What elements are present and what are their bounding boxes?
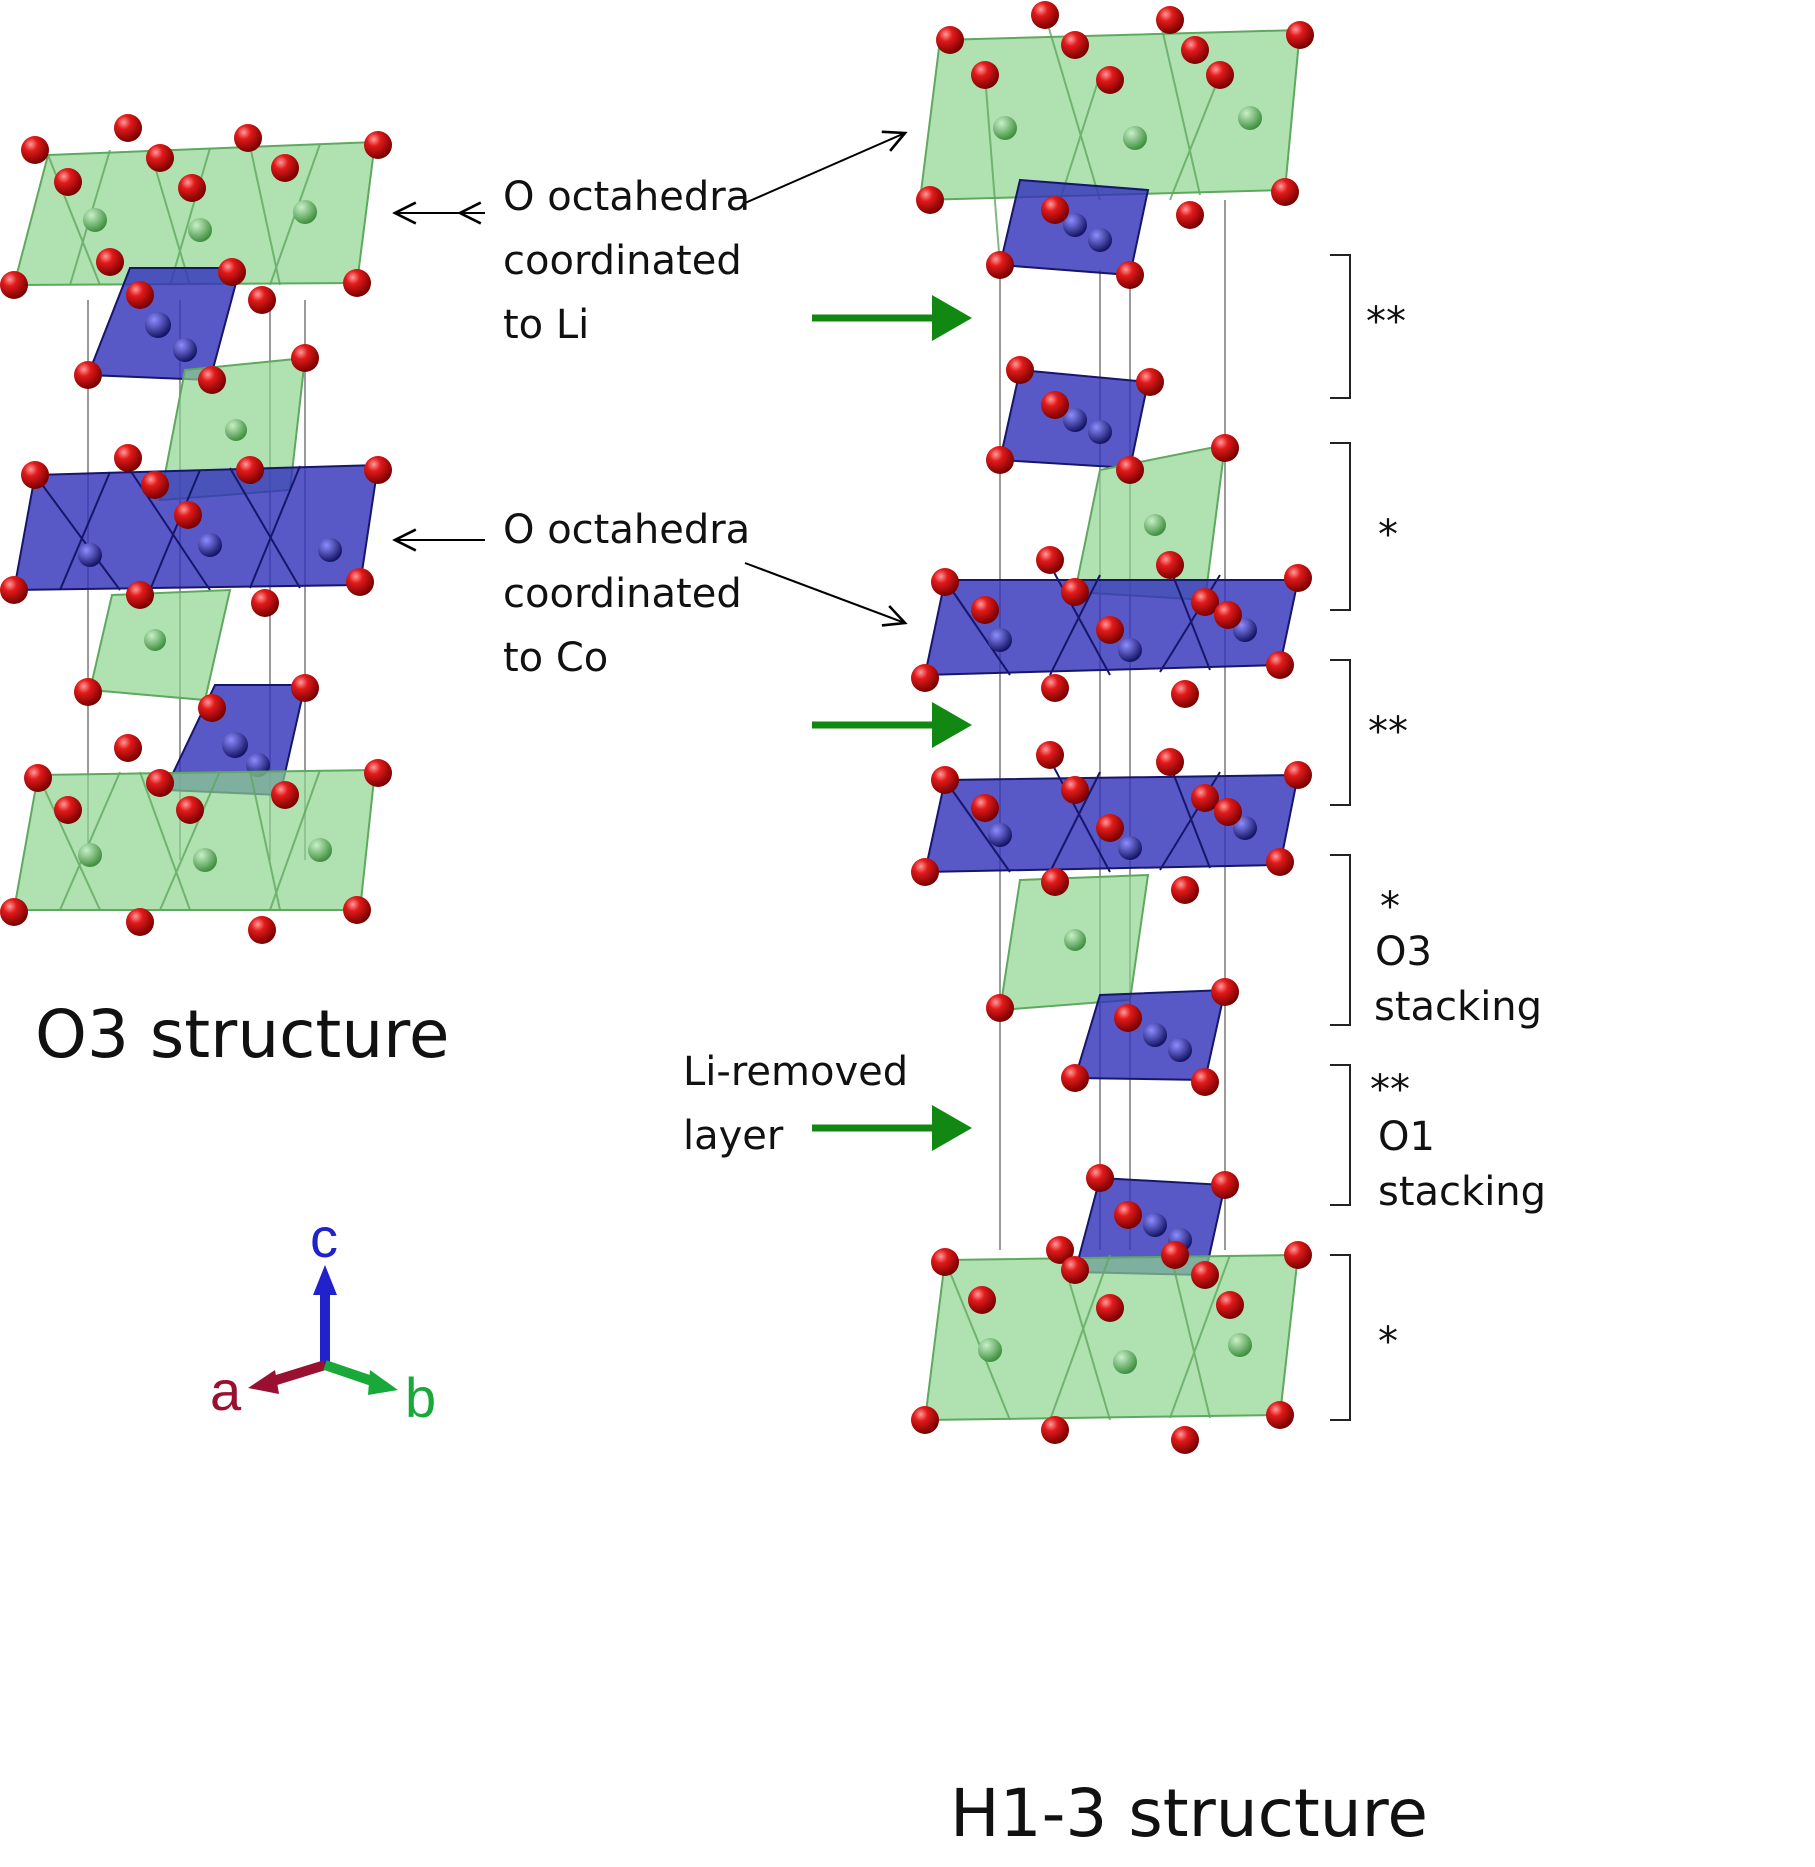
label-li-removed-layer: Li-removed layer xyxy=(683,1049,909,1159)
h13-structure xyxy=(911,1,1314,1454)
axis-label-b: b xyxy=(405,1366,437,1429)
o3-structure-title: O3 structure xyxy=(35,996,450,1073)
stacking-brackets xyxy=(1330,254,1351,1421)
label-pointer-arrows xyxy=(395,133,905,623)
pointer-li-right xyxy=(744,133,905,204)
marker-o3-stacking: stacking xyxy=(1374,984,1543,1030)
o3-li-layer-top xyxy=(12,140,377,287)
h13-li-layer-top xyxy=(918,14,1302,266)
li-removed-arrows xyxy=(812,295,972,1151)
axis-triad xyxy=(248,1265,398,1395)
axis-label-c: c xyxy=(310,1206,338,1269)
marker-6: * xyxy=(1378,1319,1398,1365)
pointer-co-right xyxy=(744,562,905,623)
o3-co-layer xyxy=(12,463,380,592)
marker-4: * xyxy=(1380,884,1400,930)
axis-label-a: a xyxy=(210,1359,242,1422)
marker-1: ** xyxy=(1366,299,1406,345)
marker-3: ** xyxy=(1368,709,1408,755)
label-o-octahedra-li: O octahedra coordinated to Li xyxy=(503,174,751,348)
marker-2: * xyxy=(1378,512,1398,558)
h13-structure-title: H1-3 structure xyxy=(950,1775,1428,1852)
o3-structure xyxy=(0,114,392,944)
h13-oxygen-atoms xyxy=(911,1,1314,1454)
o3-oxygen-atoms xyxy=(0,114,392,944)
marker-5: ** xyxy=(1370,1067,1410,1113)
marker-o1-stacking: stacking xyxy=(1378,1169,1547,1215)
label-o-octahedra-co: O octahedra coordinated to Co xyxy=(503,507,751,681)
marker-o1: O1 xyxy=(1378,1114,1435,1160)
marker-o3: O3 xyxy=(1375,929,1432,975)
h13-li-layer-bottom xyxy=(923,1249,1300,1422)
o3-li-layer-bottom xyxy=(12,768,377,911)
